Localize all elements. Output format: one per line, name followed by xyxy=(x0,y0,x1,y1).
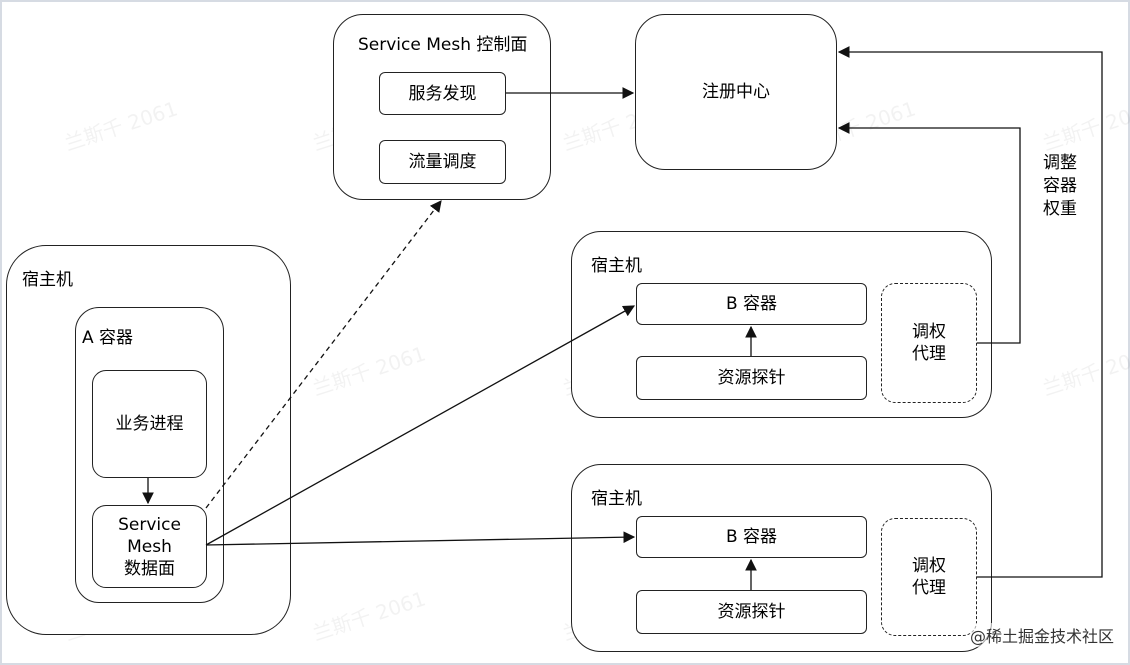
data-plane-label-line2: Mesh xyxy=(127,536,172,557)
traffic-scheduling-box: 流量调度 xyxy=(379,140,506,184)
data-plane-label-line1: Service xyxy=(118,514,181,535)
edge-label-line2: 容器 xyxy=(1043,176,1077,196)
edge-dataplane-to-controlplane xyxy=(205,200,442,509)
edge-agent-b1-to-registry xyxy=(837,122,1021,344)
edge-label-adjust-weight: 调整 容器 权重 xyxy=(1040,152,1080,221)
data-plane-box: Service Mesh 数据面 xyxy=(92,505,207,588)
edge-dataplane-to-container-b2 xyxy=(205,531,636,546)
container-a-title: A 容器 xyxy=(82,328,134,348)
data-plane-label-line3: 数据面 xyxy=(124,558,175,579)
weight-agent-b1-line1: 调权 xyxy=(912,322,946,342)
weight-agent-b2-box: 调权 代理 xyxy=(881,518,977,636)
edge-dataplane-to-container-b1 xyxy=(205,305,636,546)
host-b2-title: 宿主机 xyxy=(591,489,642,509)
service-discovery-box: 服务发现 xyxy=(379,72,506,115)
edge-label-line1: 调整 xyxy=(1043,153,1077,173)
container-b2-box: B 容器 xyxy=(636,516,867,558)
edge-label-line3: 权重 xyxy=(1043,199,1077,219)
footer-credit: @稀土掘金技术社区 xyxy=(969,623,1114,647)
edge-agent-b2-to-registry xyxy=(837,46,1103,578)
host-a-title: 宿主机 xyxy=(22,270,73,290)
business-process-box: 业务进程 xyxy=(92,370,207,478)
control-plane-title: Service Mesh 控制面 xyxy=(358,35,528,55)
container-b1-box: B 容器 xyxy=(636,283,867,325)
weight-agent-b2-line1: 调权 xyxy=(912,556,946,576)
probe-b2-box: 资源探针 xyxy=(636,590,867,634)
probe-b1-box: 资源探针 xyxy=(636,356,867,400)
weight-agent-b1-line2: 代理 xyxy=(912,344,946,364)
weight-agent-b2-line2: 代理 xyxy=(912,578,946,598)
host-b1-title: 宿主机 xyxy=(591,256,642,276)
weight-agent-b1-box: 调权 代理 xyxy=(881,283,977,403)
registry-box: 注册中心 xyxy=(635,14,837,170)
